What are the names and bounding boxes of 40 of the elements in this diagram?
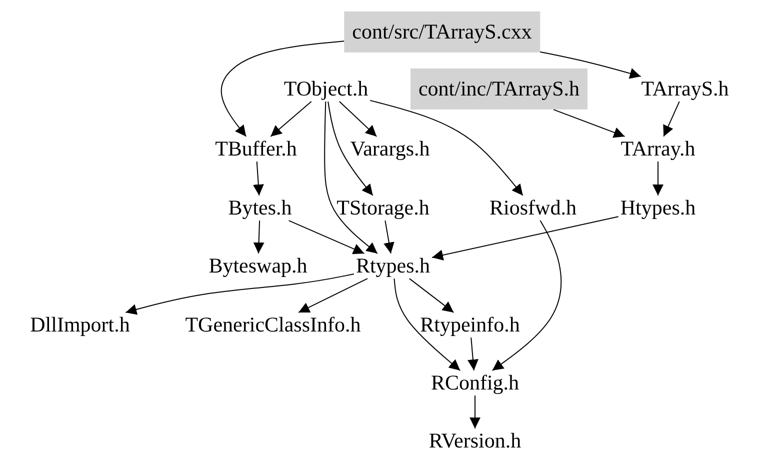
- file-label: RVersion.h: [426, 428, 524, 454]
- dependency-arrow: [328, 101, 374, 196]
- dependency-arrow: [298, 278, 368, 313]
- dependency-arrow: [324, 101, 378, 254]
- dependency-arrow: [288, 220, 365, 254]
- file-label: TArrayS.h: [639, 76, 731, 102]
- dependency-arrow: [470, 395, 480, 429]
- dependency-arrow: [652, 161, 664, 196]
- dependency-arrow: [125, 273, 354, 315]
- dependency-arrow: [220, 40, 345, 137]
- file-label: TBuffer.h: [213, 136, 299, 162]
- dependency-arrow: [663, 101, 680, 137]
- file-label: RConfig.h: [428, 370, 522, 396]
- dependency-arrow: [408, 278, 454, 313]
- file-label: TArray.h: [618, 136, 698, 162]
- highlighted-file-box: cont/src/TArrayS.cxx: [344, 11, 540, 53]
- dependency-arrow: [252, 161, 264, 196]
- dependency-arrow: [253, 220, 264, 254]
- file-label: TStorage.h: [334, 195, 432, 221]
- dependency-arrow: [552, 109, 626, 138]
- dependency-arrow: [539, 51, 642, 79]
- file-label: TObject.h: [282, 76, 370, 102]
- file-label: Byteswap.h: [206, 253, 310, 279]
- file-label: Htypes.h: [618, 195, 698, 221]
- dependency-arrow: [492, 220, 562, 371]
- dependency-arrow: [370, 100, 524, 196]
- dependency-arrow: [468, 337, 478, 371]
- file-label: Rtypeinfo.h: [418, 312, 522, 338]
- file-label: DllImport.h: [28, 312, 132, 338]
- file-label: Varargs.h: [348, 136, 432, 162]
- dependency-arrow: [384, 220, 394, 254]
- file-label: TGenericClassInfo.h: [183, 312, 363, 338]
- dependency-arrow: [432, 216, 619, 260]
- dependency-arrow: [270, 101, 312, 137]
- file-label: Riosfwd.h: [488, 195, 578, 221]
- file-label: Bytes.h: [226, 195, 294, 221]
- dependency-arrow: [394, 278, 461, 371]
- highlighted-file-box: cont/inc/TArrayS.h: [410, 68, 588, 110]
- file-label: Rtypes.h: [354, 253, 432, 279]
- dependency-arrow: [338, 101, 378, 137]
